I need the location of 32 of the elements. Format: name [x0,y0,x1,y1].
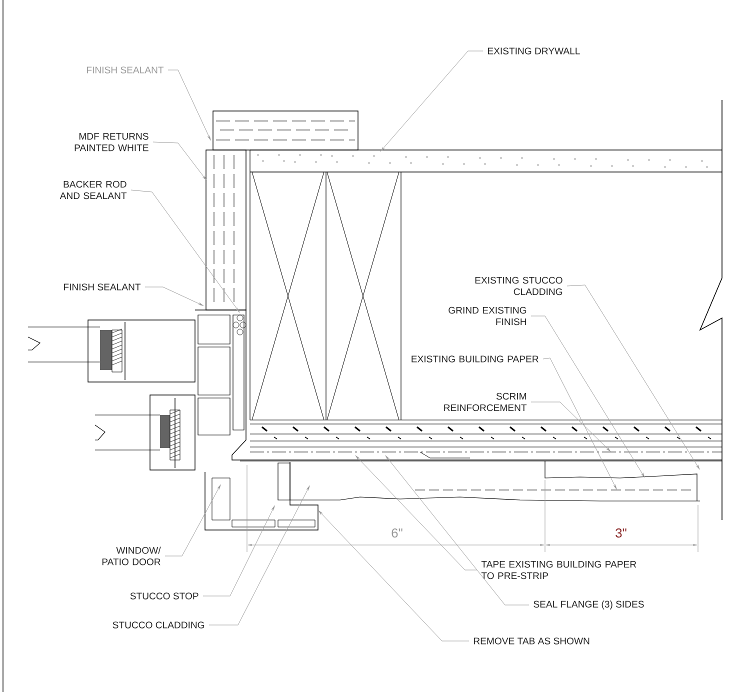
leader-line [168,70,211,140]
leader-line [144,286,204,306]
leader-line [530,316,645,478]
callout-label: SEAL FLANGE (3) SIDES [534,600,644,610]
leader-line [202,506,275,596]
dimension-label: 6" [390,526,404,540]
callout-label: EXISTING BUILDING PAPER [412,356,538,362]
callout-label: EXISTING STUCCO CLADDING [475,276,562,296]
callout-label: STUCCO STOP [130,592,198,600]
callout-label: SCRIM REINFORCEMENT [444,392,527,412]
callout-label: REMOVE TAB AS SHOWN [474,638,590,644]
leader-line [542,358,617,490]
leader-line [130,190,240,312]
callout-label: GRIND EXISTING FINISH [448,306,526,326]
leader-line [386,456,530,606]
callout-label: BACKER ROD AND SEALANT [60,180,127,200]
leader-line [152,142,207,180]
callout-label: STUCCO CLADDING [112,622,204,628]
callout-label: FINISH SEALANT [87,66,164,74]
callout-label: TAPE EXISTING BUILDING PAPER TO PRE-STRIP [481,560,636,580]
callout-label: FINISH SEALANT [64,284,141,290]
callout-label: MDF RETURNS PAINTED WHITE [74,132,148,152]
leader-line [318,510,470,642]
leader-line [530,402,610,452]
leader-line [380,50,484,152]
callout-label: WINDOW/ PATIO DOOR [102,546,161,566]
leader-line [208,486,310,626]
leader-line [164,484,221,556]
leader-line [566,284,700,470]
leader-line [356,456,478,570]
callout-label: EXISTING DRYWALL [488,48,580,54]
dimension-label: 3" [614,526,628,540]
